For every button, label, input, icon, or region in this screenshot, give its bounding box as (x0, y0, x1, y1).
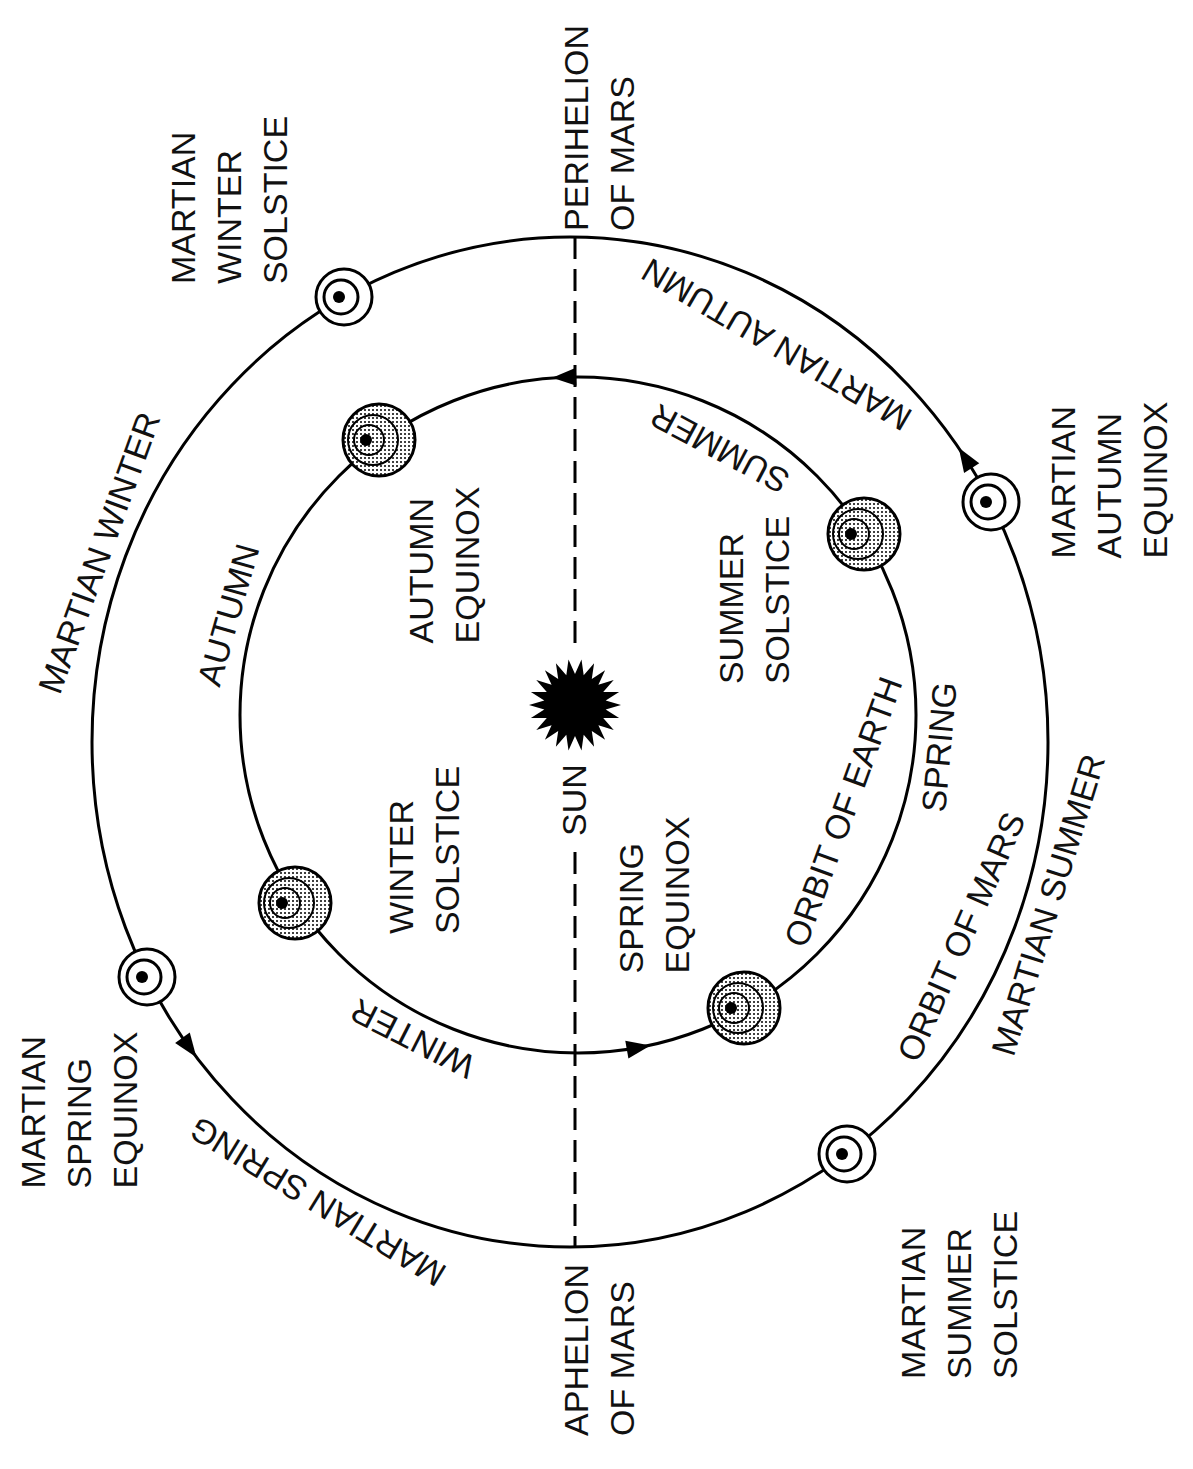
season-label: SPRING (911, 680, 968, 814)
orbit-label: ORBIT OF EARTH (774, 671, 914, 954)
apsis-line (574, 852, 577, 1247)
event-label: MARTIAN SUMMER SOLSTICE (891, 1211, 1029, 1379)
earth-symbol (708, 972, 780, 1044)
event-label: MARTIAN AUTUMN EQUINOX (1041, 402, 1179, 559)
apsis-line (574, 237, 577, 652)
event-label: AUTUMN EQUINOX (399, 487, 491, 644)
event-label: MARTIAN SPRING EQUINOX (11, 1032, 149, 1189)
orbit-arrowhead (625, 1041, 650, 1059)
earth-symbol (259, 867, 331, 939)
event-label: MARTIAN WINTER SOLSTICE (161, 116, 299, 284)
season-label: WINTER (343, 988, 483, 1090)
event-label: WINTER SOLSTICE (379, 766, 471, 934)
orbit-arrowhead (959, 448, 980, 473)
mars-orbit (92, 237, 1048, 1247)
earth-symbol (343, 404, 415, 476)
orbit-arrowhead (552, 368, 576, 386)
season-label: MARTIAN SPRING (181, 1105, 454, 1296)
event-label: SUMMER SOLSTICE (709, 516, 801, 684)
season-label: AUTUMN (187, 539, 271, 691)
orbit-arrows (175, 368, 979, 1059)
orbit-arrowhead (175, 1033, 196, 1058)
mars-symbol (963, 474, 1019, 530)
event-label: SPRING EQUINOX (609, 817, 701, 974)
mars-symbol (819, 1126, 875, 1182)
apsis-label: APHELION OF MARS (554, 1264, 646, 1436)
mars-symbol (316, 269, 372, 325)
sun-symbol (529, 660, 621, 751)
sun-label: SUN (552, 760, 598, 840)
apsis-label: PERIHELION OF MARS (554, 25, 646, 231)
earth-symbol (828, 498, 900, 570)
mars-symbol (119, 949, 175, 1005)
earth-orbit (240, 377, 916, 1053)
